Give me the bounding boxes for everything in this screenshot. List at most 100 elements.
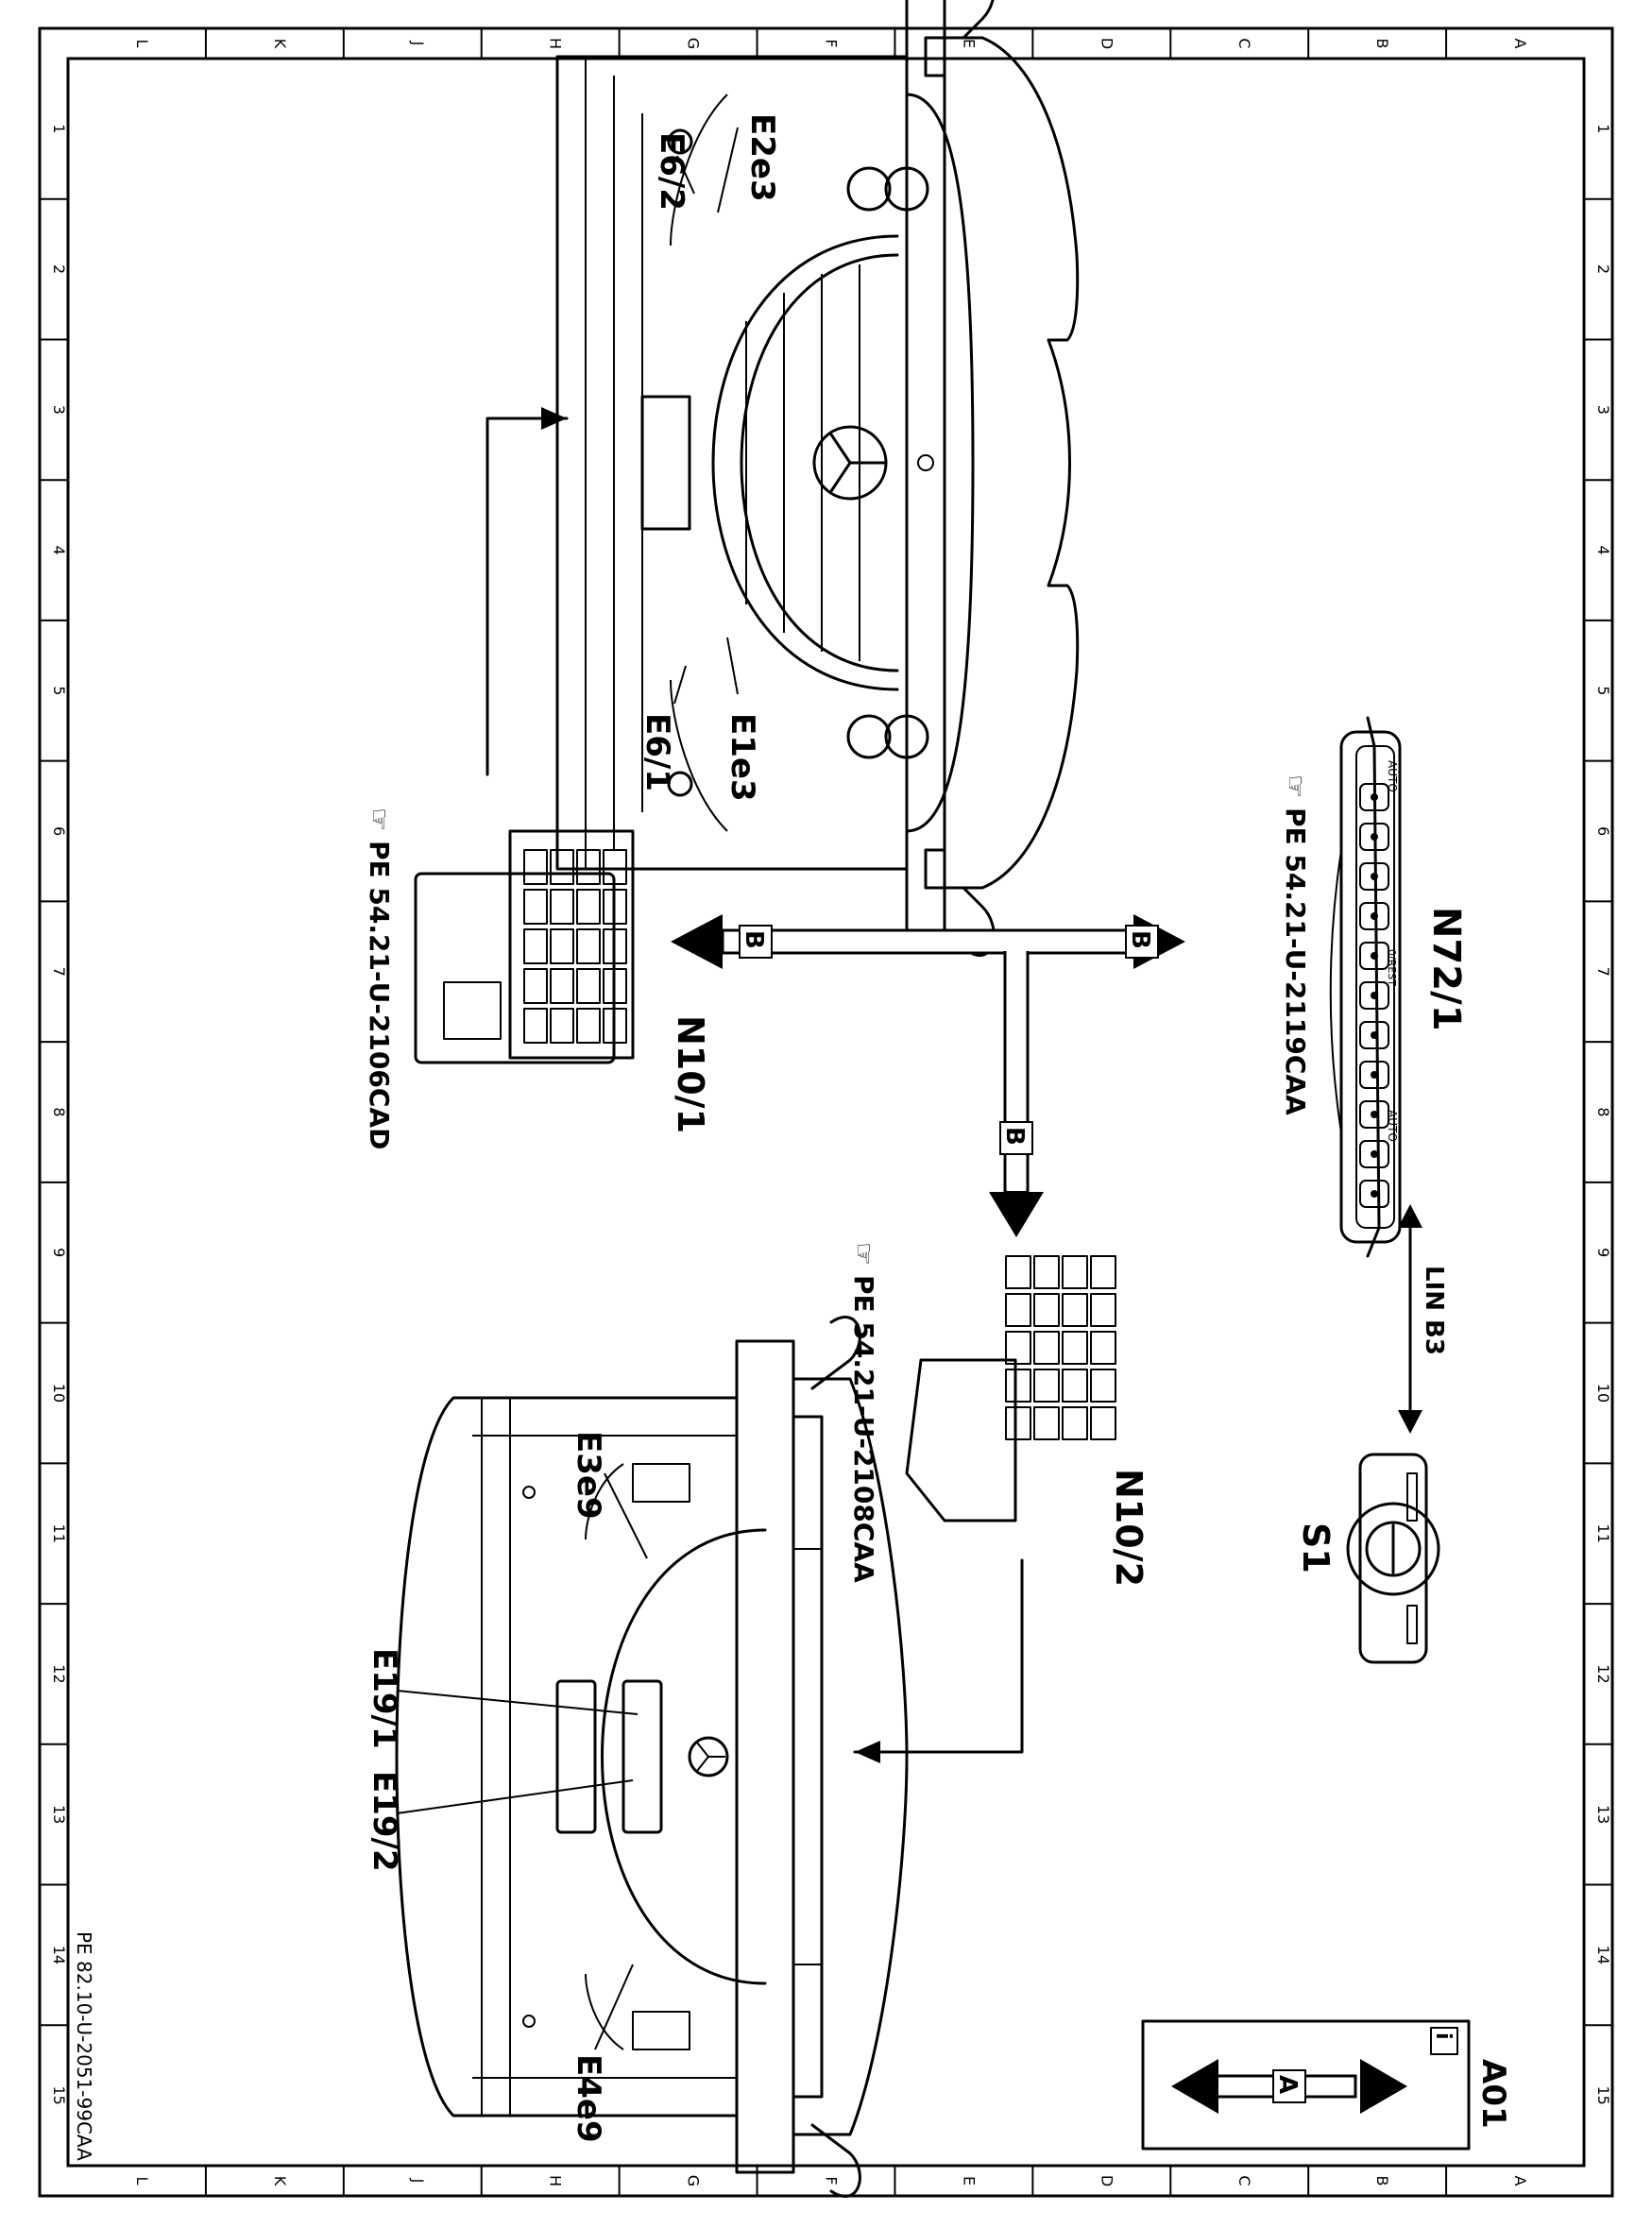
lin-link: LIN B3 [1398,1204,1448,1434]
zone-letter-bottom: B [1373,2176,1391,2186]
n72-button [1359,1140,1389,1168]
zone-letter-top: H [547,38,565,49]
n10-1-ref: PE 54.21-U-2106CAD [364,841,395,1149]
zone-letter-top: G [685,38,703,49]
connector-pin-block [1090,1331,1116,1365]
n72-panel-text-mid: 0/REST [1386,949,1398,986]
bus-marker-down: B [999,1121,1033,1155]
zone-number-right: 15 [1594,2085,1612,2104]
zone-number-right: 10 [1594,1384,1612,1403]
reference-hand-icon: ☞ [1280,774,1311,798]
zone-number-left: 2 [50,264,68,274]
zone-number-left: 4 [50,545,68,554]
zone-letter-bottom: A [1511,2176,1529,2186]
zone-number-right: 5 [1594,686,1612,695]
zone-letter-top: E [960,39,978,48]
zone-number-left: 7 [50,967,68,977]
n72-panel-text-top: AUTO [1386,760,1399,792]
zone-number-left: 11 [50,1524,68,1543]
connector-pin-block [1062,1369,1088,1403]
label-e6-1: E6/1 [639,713,676,791]
label-e6-2: E6/2 [653,132,690,211]
zone-number-left: 1 [50,124,68,133]
label-e19-2: E19/2 [366,1771,403,1872]
connector-pin-block [1062,1255,1088,1289]
front-car-callouts: E2e3 E6/2 E1e3 E6/1 [639,113,781,802]
zone-letter-bottom: H [547,2175,565,2186]
zone-number-left: 10 [50,1384,68,1403]
bus-marker-right: B [1125,925,1159,959]
legend-box: i A A01 [1141,2019,1512,2151]
connector-pin-block [1005,1293,1031,1327]
connector-pin-block [576,928,601,964]
connector-pin-block [1062,1293,1088,1327]
connector-pin-block [1090,1293,1116,1327]
zone-letter-top: F [823,39,841,47]
bus-network: B B B [671,914,1185,1237]
zone-letter-top: L [133,40,151,48]
rear-car-view [395,1316,909,2198]
s1-label: S1 [1295,1522,1337,1573]
n72-button-led [1371,873,1378,880]
signal-arrow-front [485,407,569,776]
zone-letter-bottom: K [271,2176,289,2186]
n72-button [1359,981,1389,1010]
n10-1-module: N10/1 PE 54.21-U-2106CAD ☞ [364,808,711,1149]
n72-button [1359,1021,1389,1049]
n72-button-led [1371,1190,1378,1198]
n72-button [1359,1180,1389,1208]
n72-button-led [1371,952,1378,960]
reference-hand-icon: ☞ [364,808,395,831]
zone-number-right: 8 [1594,1107,1612,1116]
connector-pin-block [550,968,574,1004]
rear-car-callouts: E3e9 E19/1 E19/2 E4e9 [366,1431,648,2143]
zone-number-left: 13 [50,1805,68,1824]
connector-pin-block [1033,1369,1060,1403]
label-e2e3: E2e3 [743,113,781,202]
zone-number-left: 6 [50,826,68,836]
n72-button [1359,783,1389,811]
sheet-frame [38,26,1614,2198]
zone-number-left: 3 [50,405,68,415]
connector-pin-block [603,889,627,925]
connector-pin-block [1062,1406,1088,1440]
connector-pin-block [576,1008,601,1044]
connector-pin-block [523,968,548,1004]
n72-button-led [1371,992,1378,999]
connector-pin-block [1005,1369,1031,1403]
zone-number-right: 14 [1594,1946,1612,1964]
zone-number-left: 8 [50,1107,68,1116]
connector-pin-block [1033,1406,1060,1440]
connector-pin-block [550,889,574,925]
connector-pin-block [550,928,574,964]
zone-number-left: 12 [50,1664,68,1683]
zone-number-left: 9 [50,1248,68,1257]
connector-pin-block [550,1008,574,1044]
zone-number-left: 14 [50,1946,68,1964]
zone-number-right: 1 [1594,124,1612,133]
n72-button [1359,823,1389,851]
connector-pin-block [1005,1255,1031,1289]
connector-pin-block [576,968,601,1004]
n72-button-led [1371,1111,1378,1118]
zone-number-right: 4 [1594,545,1612,554]
label-e1e3: E1e3 [724,713,761,802]
n72-button-led [1371,1071,1378,1079]
connector-pin-block [603,968,627,1004]
svg-text:B: B [740,930,768,949]
zone-letter-top: K [271,39,289,49]
zone-number-right: 3 [1594,405,1612,415]
drawing-number: PE 82.10-U-2051-99CAA [73,1931,95,2161]
n72-1-ref: PE 54.21-U-2119CAA [1280,808,1311,1115]
zone-letter-top: B [1373,39,1391,49]
n10-2-ref: PE 54.21-U-2108CAA [848,1275,879,1583]
n72-1-control-panel: AUTO 0/REST AUTO N72/1 PE 54.21-U-2119CA… [1280,716,1468,1258]
connector-pin-block [1033,1331,1060,1365]
n72-button-led [1371,793,1378,801]
zone-number-right: 6 [1594,826,1612,836]
reference-hand-icon: ☞ [848,1242,879,1266]
signal-arrow-rear [853,1558,1024,1763]
connector-pin-block [523,1008,548,1044]
